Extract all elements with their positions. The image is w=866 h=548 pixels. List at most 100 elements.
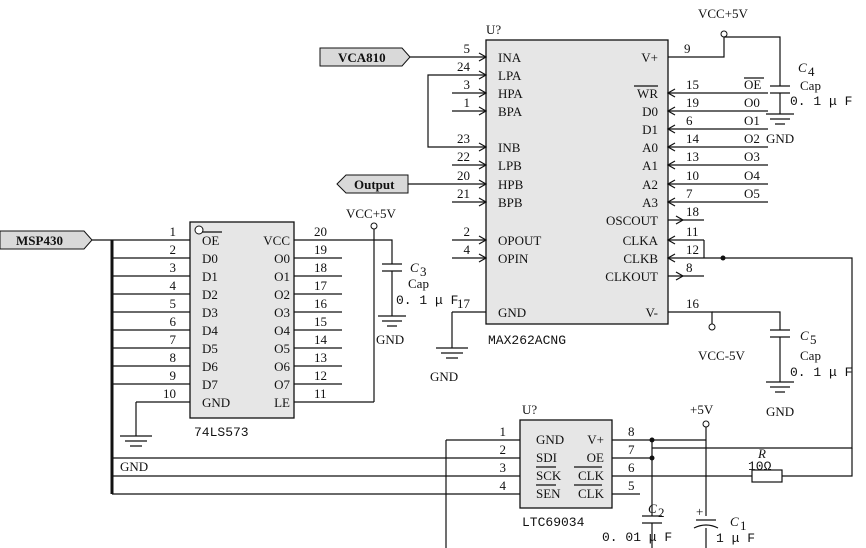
ls573-pin-name: D4 xyxy=(202,323,218,338)
ltc-pin-name: SCK xyxy=(536,468,562,483)
max262-net-labels: OE O0 O1 O2 O3 O4 O5 GND xyxy=(704,77,794,203)
net-label: O4 xyxy=(744,168,760,183)
gnd-label: GND xyxy=(766,404,794,419)
max262-pin-num: 9 xyxy=(684,41,691,56)
ls573-pin-num: 17 xyxy=(314,278,328,293)
ls573-pin-name: VCC xyxy=(263,233,290,248)
loop-wire xyxy=(427,74,452,148)
ls573-pin-name: D6 xyxy=(202,359,218,374)
max262-gnd: GND xyxy=(430,312,468,384)
ls573-pin-name: O0 xyxy=(274,251,290,266)
max262-pin-name: V+ xyxy=(641,50,658,65)
ls573-pin-name: O6 xyxy=(274,359,290,374)
max262-pin-num: 4 xyxy=(464,242,471,257)
net-label: O1 xyxy=(744,113,760,128)
max262-pin-num: 5 xyxy=(464,41,471,56)
ls573-pin-name: O4 xyxy=(274,323,290,338)
max262-pin-num: 2 xyxy=(464,224,471,239)
c4-ref: C xyxy=(798,60,807,75)
c5-value: 0. 1 μ F xyxy=(790,365,852,380)
c2-sub: 2 xyxy=(658,505,665,520)
ls573-pin-num: 16 xyxy=(314,296,328,311)
ls573-pin-num: 8 xyxy=(170,350,177,365)
max262-pin-name: GND xyxy=(498,305,526,320)
max262-pin-num: 3 xyxy=(464,77,471,92)
max262-pin-num: 11 xyxy=(686,224,699,239)
c3-type: Cap xyxy=(408,276,429,291)
ls573-pin-name: O2 xyxy=(274,287,290,302)
ls573-pin-num: 1 xyxy=(170,224,177,239)
c1-sub: 1 xyxy=(740,518,747,533)
max262-pin-name: A3 xyxy=(642,195,658,210)
ltc-pin-name: SEN xyxy=(536,486,561,501)
p5v-label: +5V xyxy=(690,402,714,417)
gnd-label: GND xyxy=(766,131,794,146)
max262-pin-name: OPOUT xyxy=(498,233,541,248)
ls573-pin-num: 15 xyxy=(314,314,327,329)
c5-type: Cap xyxy=(800,348,821,363)
max262-pin-name: BPA xyxy=(498,104,523,119)
vcc-top-label: VCC+5V xyxy=(698,6,749,21)
ls573-pin-name: OE xyxy=(202,233,219,248)
ls573-part: 74LS573 xyxy=(194,425,249,440)
ltc6903-ref: U? xyxy=(522,402,537,417)
vneg-net: VCC-5V C 5 Cap 0. 1 μ F GND xyxy=(698,311,852,419)
output-label: Output xyxy=(354,177,395,192)
max262-pin-name: INB xyxy=(498,140,521,155)
max262-pin-name: OPIN xyxy=(498,251,529,266)
ls573-pin-num: 13 xyxy=(314,350,327,365)
c3-ref: C xyxy=(410,260,419,275)
max262-left-pins: 5 24 3 1 23 22 20 21 2 4 17 INA LPA HPA … xyxy=(452,41,541,320)
ltc-pin-num: 3 xyxy=(500,460,507,475)
net-label: O3 xyxy=(744,149,760,164)
ls573-pin-num: 14 xyxy=(314,332,328,347)
ls573-pin-name: D7 xyxy=(202,377,218,392)
max262-pin-name: D0 xyxy=(642,104,658,119)
max262-pin-num: 20 xyxy=(457,168,470,183)
ls573-pin-num: 18 xyxy=(314,260,327,275)
ls573-pin-name: O3 xyxy=(274,305,290,320)
max262-pin-name: LPB xyxy=(498,158,522,173)
c5-ref: C xyxy=(800,328,809,343)
net-label-oe: OE xyxy=(744,77,761,92)
max262-pin-num: 7 xyxy=(686,186,693,201)
max262-right-pins: 9 15 19 6 14 13 10 7 18 11 12 8 16 V+ WR… xyxy=(605,41,704,320)
ls573-pin-num: 5 xyxy=(170,296,177,311)
net-label: O5 xyxy=(744,186,760,201)
c3-value: 0. 1 μ F xyxy=(396,293,458,308)
ltc-pin-name: CLK xyxy=(578,486,605,501)
c4-value: 0. 1 μ F xyxy=(790,94,852,109)
ltc-pin-name: GND xyxy=(536,432,564,447)
ltc-pin-num: 6 xyxy=(628,460,635,475)
c1-ref: C xyxy=(730,514,739,529)
vcc-top-net: VCC+5V C 4 Cap 0. 1 μ F xyxy=(698,6,852,125)
ls573-pin-name: D1 xyxy=(202,269,218,284)
max262-pin-name: INA xyxy=(498,50,522,65)
max262-pin-num: 17 xyxy=(457,296,471,311)
msp430-label: MSP430 xyxy=(16,233,63,248)
c2-ref: C xyxy=(648,501,657,516)
ltc6903-chip: U? LTC69034 1 2 3 4 GND SDI SCK SEN 8 7 … xyxy=(445,402,706,548)
c3-sub: 3 xyxy=(420,264,427,279)
max262-pin-num: 16 xyxy=(686,296,700,311)
max262-pin-num: 13 xyxy=(686,149,699,164)
max262-pin-num: 10 xyxy=(686,168,699,183)
ltc-overbars xyxy=(536,466,602,486)
c1-plus: + xyxy=(696,504,703,519)
gnd-label: GND xyxy=(376,332,404,347)
max262-pin-name: CLKA xyxy=(623,233,659,248)
ls573-pin-name: O5 xyxy=(274,341,290,356)
gnd-label: GND xyxy=(120,459,148,474)
max262-pin-name: WR xyxy=(637,86,658,101)
max262-body xyxy=(485,39,669,325)
max262-pin-name: A1 xyxy=(642,158,658,173)
max262-pin-name: A2 xyxy=(642,177,658,192)
max262-pin-name: LPA xyxy=(498,68,522,83)
max262-pin-name: BPB xyxy=(498,195,523,210)
ls573-pin-name: D5 xyxy=(202,341,218,356)
ls573-pin-num: 2 xyxy=(170,242,177,257)
ls573-pin-num: 19 xyxy=(314,242,327,257)
vca810-port: VCA810 xyxy=(319,47,452,67)
max262-pin-num: 15 xyxy=(686,77,699,92)
ls573-pin-num: 9 xyxy=(170,368,177,383)
